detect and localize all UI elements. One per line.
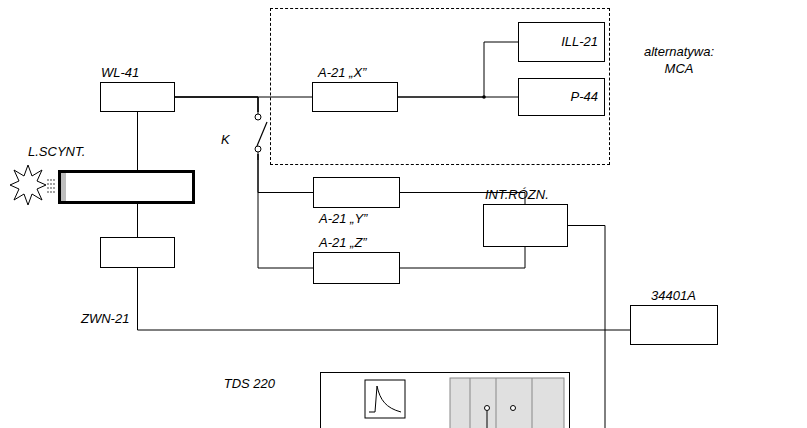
module-box: ILL-21 <box>518 22 605 62</box>
flash-symbol <box>10 165 46 205</box>
module-box: 34401A <box>630 305 718 345</box>
module-box: A-21 „Z” <box>313 252 400 284</box>
module-label: L.SCYNT. <box>28 145 85 159</box>
junction-dot <box>482 95 486 99</box>
module-label: TDS 220 <box>224 377 275 391</box>
switch-symbol <box>250 97 267 160</box>
group-note: alternatywa: MCA <box>634 44 724 78</box>
module-label: WL-41 <box>101 66 139 80</box>
signal-wire <box>137 204 138 237</box>
module-box: A-21 „X” <box>312 82 398 112</box>
signal-wire <box>398 97 518 98</box>
tube-window <box>61 173 66 201</box>
module-box: P-44 <box>518 78 605 116</box>
signal-wire <box>400 247 525 268</box>
module-label: 34401A <box>651 289 696 303</box>
switch-label: K <box>221 133 230 147</box>
oscilloscope: TDS 220 <box>320 372 570 428</box>
signal-wire <box>398 42 518 97</box>
alternative-group: A-21 „X”ILL-21P-44alternatywa: MCA <box>270 8 610 165</box>
module-box: A-21 „Y” <box>313 177 400 208</box>
module-box: INT.RÓZN. <box>483 204 568 247</box>
light-rays <box>47 179 55 193</box>
module-label: INT.RÓZN. <box>485 188 549 202</box>
module-label: ZWN-21 <box>81 312 129 326</box>
module-box: WL-41 <box>100 82 175 112</box>
module-box: ZWN-21 <box>100 237 175 268</box>
signal-wire <box>137 112 138 170</box>
scintillation-tube: L.SCYNT. <box>58 170 195 204</box>
module-label: A-21 „Y” <box>319 212 367 226</box>
module-label: A-21 „Z” <box>319 236 367 250</box>
module-label: P-44 <box>571 90 598 104</box>
module-label: ILL-21 <box>561 35 598 49</box>
signal-wire <box>175 97 313 193</box>
light-flash <box>10 165 46 205</box>
oscilloscope-drawing <box>320 372 570 428</box>
signal-wire <box>175 97 313 268</box>
module-label: A-21 „X” <box>318 66 366 80</box>
